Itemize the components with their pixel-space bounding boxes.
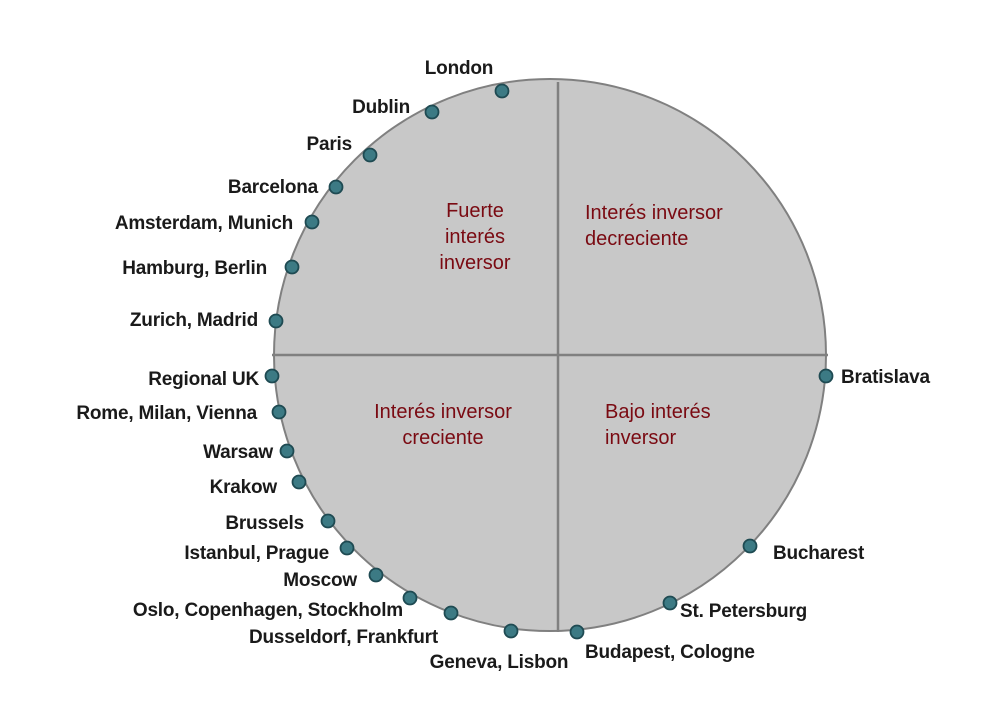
city-label-paris: Paris (307, 134, 352, 155)
city-marker-bucharest (742, 538, 758, 554)
city-marker-amsterdam-munich (304, 214, 320, 230)
city-label-geneva-lisbon: Geneva, Lisbon (430, 652, 569, 673)
city-label-barcelona: Barcelona (228, 177, 319, 198)
city-marker-regional-uk (264, 368, 280, 384)
quadrant-line: Bajo interés (605, 401, 711, 423)
city-label-warsaw: Warsaw (203, 442, 273, 463)
city-marker-brussels (320, 513, 336, 529)
quadrant-line: inversor (439, 252, 510, 274)
quadrant-line: interés (445, 226, 505, 248)
city-marker-istanbul-prague (339, 540, 355, 556)
quadrant-label-top-right: Interés inversor decreciente (585, 202, 723, 250)
city-marker-bratislava (818, 368, 834, 384)
city-label-hamburg-berlin: Hamburg, Berlin (122, 258, 267, 279)
city-label-istanbul-prague: Istanbul, Prague (184, 543, 329, 564)
city-marker-geneva-lisbon (503, 623, 519, 639)
quadrant-line: creciente (402, 427, 483, 449)
city-label-oslo-copenhagen-stockholm: Oslo, Copenhagen, Stockholm (133, 600, 403, 621)
city-marker-dublin (424, 104, 440, 120)
city-marker-dusseldorf-frankfurt (443, 605, 459, 621)
city-label-rome-milan-vienna: Rome, Milan, Vienna (76, 403, 257, 424)
city-marker-krakow (291, 474, 307, 490)
city-marker-hamburg-berlin (284, 259, 300, 275)
city-marker-budapest-cologne (569, 624, 585, 640)
city-marker-oslo-copenhagen-stockholm (402, 590, 418, 606)
city-label-st-petersburg: St. Petersburg (680, 601, 807, 622)
quadrant-label-bottom-right: Bajo interés inversor (605, 401, 711, 449)
city-label-budapest-cologne: Budapest, Cologne (585, 642, 755, 663)
city-marker-london (494, 83, 510, 99)
quadrant-line: Interés inversor (374, 401, 512, 423)
city-label-dusseldorf-frankfurt: Dusseldorf, Frankfurt (249, 627, 439, 648)
city-label-krakow: Krakow (210, 477, 278, 498)
city-marker-barcelona (328, 179, 344, 195)
quadrant-line: decreciente (585, 228, 688, 250)
city-label-moscow: Moscow (283, 570, 357, 591)
quadrant-label-bottom-left: Interés inversor creciente (374, 401, 512, 449)
quadrant-line: Interés inversor (585, 202, 723, 224)
city-label-london: London (425, 58, 493, 79)
city-marker-warsaw (279, 443, 295, 459)
city-marker-st-petersburg (662, 595, 678, 611)
city-label-amsterdam-munich: Amsterdam, Munich (115, 213, 293, 234)
city-label-brussels: Brussels (225, 513, 304, 534)
quadrant-line: inversor (605, 427, 676, 449)
city-marker-rome-milan-vienna (271, 404, 287, 420)
city-marker-moscow (368, 567, 384, 583)
quadrant-label-top-left: Fuerte interés inversor (439, 200, 510, 274)
city-label-dublin: Dublin (352, 97, 410, 118)
city-label-bucharest: Bucharest (773, 543, 865, 564)
city-marker-zurich-madrid (268, 313, 284, 329)
city-label-bratislava: Bratislava (841, 367, 930, 388)
city-marker-paris (362, 147, 378, 163)
quadrant-line: Fuerte (446, 200, 504, 222)
city-label-zurich-madrid: Zurich, Madrid (130, 310, 258, 331)
city-label-regional-uk: Regional UK (148, 369, 259, 390)
